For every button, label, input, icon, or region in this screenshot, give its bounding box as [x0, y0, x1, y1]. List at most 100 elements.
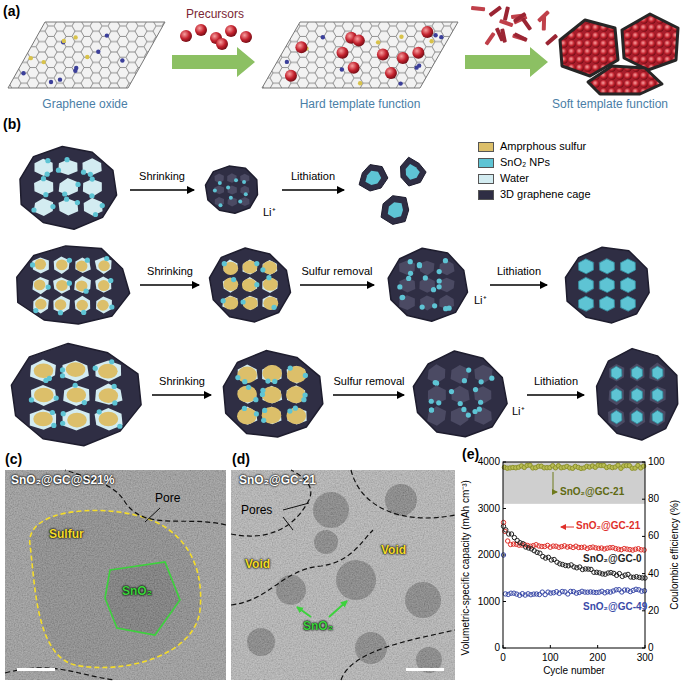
- graphene-lattice: [8, 22, 165, 88]
- sno2-particle: [235, 375, 240, 380]
- sno2-particle: [303, 373, 308, 378]
- sulfur-outline: [30, 510, 201, 667]
- sno2-particle: [242, 406, 247, 411]
- panel-letter: (a): [3, 3, 20, 19]
- pore-outline: [5, 668, 115, 680]
- graphene-cage: [223, 351, 322, 437]
- sno2-particle: [489, 376, 494, 381]
- axis-tick-label: 20: [648, 605, 659, 617]
- lithiated-sno2: [611, 366, 622, 379]
- sno2-particle: [458, 401, 463, 406]
- process-arrow: [172, 47, 255, 77]
- cage-cell: [630, 407, 646, 427]
- cage-cell: [599, 258, 615, 275]
- axis-tick-label: 0: [494, 642, 500, 654]
- sulfur-fill: [56, 259, 68, 270]
- tem-image: SnO₂@GC@S21%PoreSulfurSnO₂: [5, 470, 226, 680]
- axis-tick-label: 3000: [478, 503, 500, 515]
- arrow-label: Shrinking: [159, 375, 205, 388]
- axis-tick-label: 200: [589, 652, 606, 664]
- cage-cell: [578, 259, 594, 274]
- cage-cell: [420, 296, 435, 311]
- sno2-particle: [301, 397, 306, 402]
- cage-cell: [419, 261, 434, 276]
- step-arrow: [130, 189, 194, 191]
- sno2-particle: [58, 310, 63, 315]
- functional-group: [399, 35, 403, 39]
- precursor-particle: [385, 67, 397, 79]
- functional-group: [49, 80, 53, 84]
- sno2-particle: [254, 282, 259, 287]
- sulfur-fill: [33, 412, 53, 427]
- functional-group: [96, 50, 100, 54]
- sno2-particle: [45, 158, 50, 163]
- plot-frame: [503, 462, 645, 648]
- legend-text: 3D graphene cage: [500, 188, 591, 201]
- nanosheet: [521, 17, 532, 31]
- cage-cell: [84, 198, 103, 216]
- sno2-particle: [472, 409, 477, 414]
- step-arrow: [140, 284, 199, 286]
- functional-group: [340, 67, 344, 71]
- cage-cell: [287, 408, 306, 425]
- sno2-particle: [222, 261, 227, 266]
- sno2-outline: [105, 562, 180, 635]
- sno2-particle: [466, 413, 471, 418]
- cage-cell: [578, 277, 594, 294]
- sulfur-fill: [67, 388, 87, 403]
- cage-cell: [609, 385, 624, 406]
- data-point: [543, 544, 547, 548]
- lithiated-sno2: [652, 388, 663, 401]
- sno2-particle: [231, 277, 236, 282]
- sulfur-fill: [98, 280, 110, 291]
- sno2-particle: [265, 378, 270, 383]
- functional-group: [433, 33, 437, 37]
- sulfur-fill: [56, 280, 68, 291]
- sno2-particle: [287, 408, 292, 413]
- data-point: [609, 570, 613, 574]
- data-point: [611, 545, 615, 549]
- legend-text: Amprphous sulfur: [500, 140, 586, 153]
- axis-title: Volumetric-specific capacity (mAh cm⁻³): [460, 480, 472, 655]
- cage-cell: [475, 407, 492, 425]
- sulfur-fill: [34, 363, 54, 378]
- functional-group: [42, 60, 46, 64]
- series-label: SnO₂@GC-21: [560, 486, 624, 498]
- tem-image-d: [231, 470, 455, 680]
- image-title: SnO₂@GC@S21%: [11, 474, 114, 488]
- sno2-particle: [43, 378, 48, 383]
- nanosheet: [537, 10, 550, 23]
- lithiated-sno2: [579, 278, 594, 293]
- precursor-particle: [240, 31, 252, 43]
- sno2-particle: [64, 197, 69, 202]
- sno2-particle: [62, 191, 67, 196]
- data-point: [551, 591, 555, 595]
- data-point: [566, 564, 570, 568]
- cage-cell: [262, 386, 282, 404]
- sno2-particle: [43, 192, 48, 197]
- cage-fragment: [401, 157, 427, 186]
- cage-cell: [629, 385, 645, 405]
- cage-cell: [620, 259, 636, 274]
- lithiated-sno2: [611, 388, 622, 401]
- sno2-particle: [33, 308, 38, 313]
- sno2-particle: [73, 383, 78, 388]
- cage-cell: [96, 296, 112, 313]
- sno2-particle: [408, 271, 413, 276]
- precursor-particle: [377, 49, 389, 61]
- axis-tick-label: 1000: [478, 596, 500, 608]
- sulfur-fill: [55, 299, 67, 310]
- legend-swatch: [478, 158, 494, 168]
- arrow-label: Lithiation: [534, 375, 578, 388]
- sno2-particle: [93, 212, 98, 217]
- graphene-cage: [17, 246, 130, 324]
- cage-cell: [74, 276, 91, 293]
- cage-cell: [95, 408, 123, 431]
- panel-letter: (c): [5, 451, 22, 467]
- functional-group: [73, 69, 77, 73]
- cage-cell: [63, 361, 89, 382]
- lithiated-sno2: [600, 259, 615, 274]
- tem-image: SnO₂@GC-21PoresVoidVoidSnO₂: [231, 470, 455, 680]
- scale-bar: [17, 668, 55, 671]
- sno2-particle: [261, 418, 266, 423]
